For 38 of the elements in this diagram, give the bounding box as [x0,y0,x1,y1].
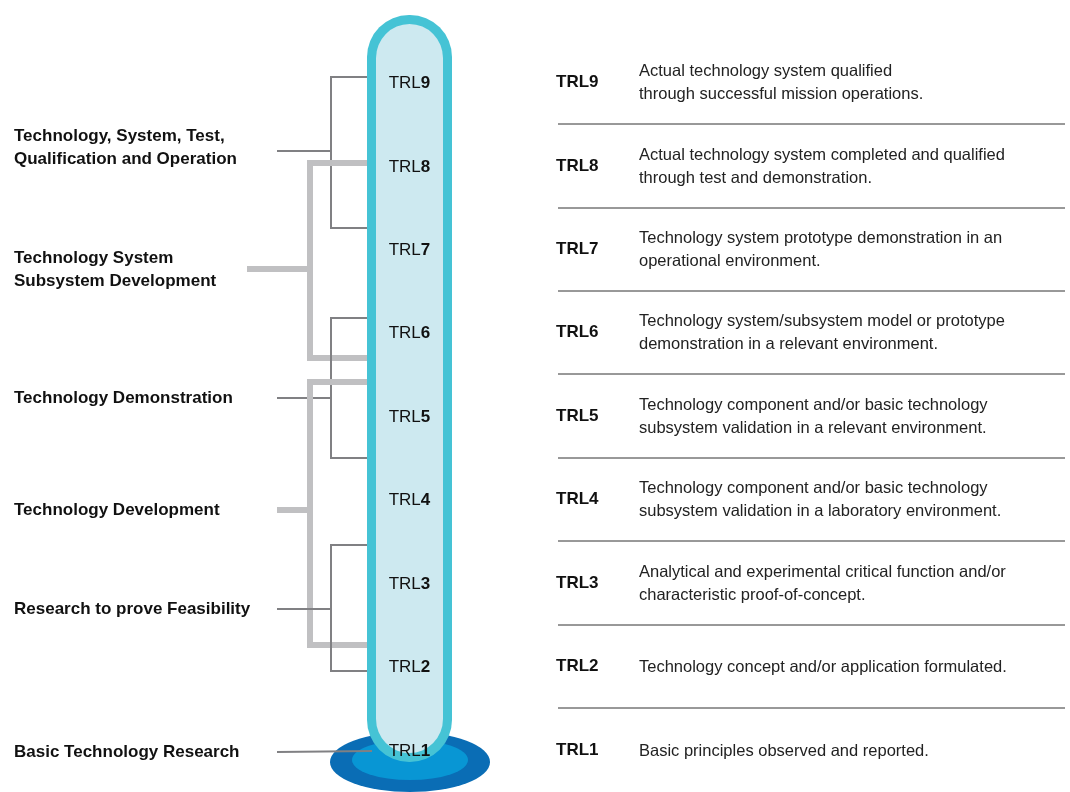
level-label: TRL8 [367,126,452,208]
level-code: TRL8 [556,156,599,176]
bracket-line [276,397,368,459]
level-label: TRL3 [367,543,452,625]
stage-label: Technology System Subsystem Development [14,246,239,292]
level-description: Actual technology system completed and qualified through test and demonstration. [639,144,1006,188]
level-code: TRL9 [556,72,599,92]
level-code: TRL1 [556,740,599,760]
level-label: TRL9 [367,42,452,124]
level-label: TRL7 [367,209,452,291]
level-description: Actual technology system qualified through successful mission operations. [639,60,925,104]
bracket-line [276,750,373,753]
level-code: TRL6 [556,322,599,342]
level-label: TRL5 [367,376,452,458]
stage-label: Research to prove Feasibility [14,597,269,620]
level-label: TRL6 [367,292,452,374]
level-description: Technology system/subsystem model or prototype demonstration in a relevant environment. [639,310,1006,354]
level-code: TRL2 [556,656,599,676]
level-label: TRL2 [367,626,452,708]
stage-label: Basic Technology Research [14,740,269,763]
bracket-line [276,608,368,672]
level-description: Technology component and/or basic technology subsystem validation in a laboratory environment. [639,477,1003,521]
bracket-line [277,507,367,648]
level-code: TRL7 [556,239,599,259]
level-description: Analytical and experimental critical function and/or characteristic proof-of-concept. [639,561,1007,605]
stage-label: Technology Demonstration [14,386,269,409]
level-code: TRL4 [556,489,599,509]
level-description: Technology concept and/or application formulated. [639,655,1008,677]
level-description: Technology system prototype demonstration in an operational environment. [639,227,1004,271]
stage-label: Technology, System, Test, Qualification and Operation [14,124,269,170]
level-code: TRL3 [556,573,599,593]
level-description: Basic principles observed and reported. [639,739,930,761]
bracket-line [276,150,368,229]
level-description: Technology component and/or basic technology subsystem validation in a relevant environment. [639,394,989,438]
level-label: TRL4 [367,459,452,541]
stage-label: Technology Development [14,498,269,521]
bracket-line [247,266,367,361]
level-code: TRL5 [556,406,599,426]
